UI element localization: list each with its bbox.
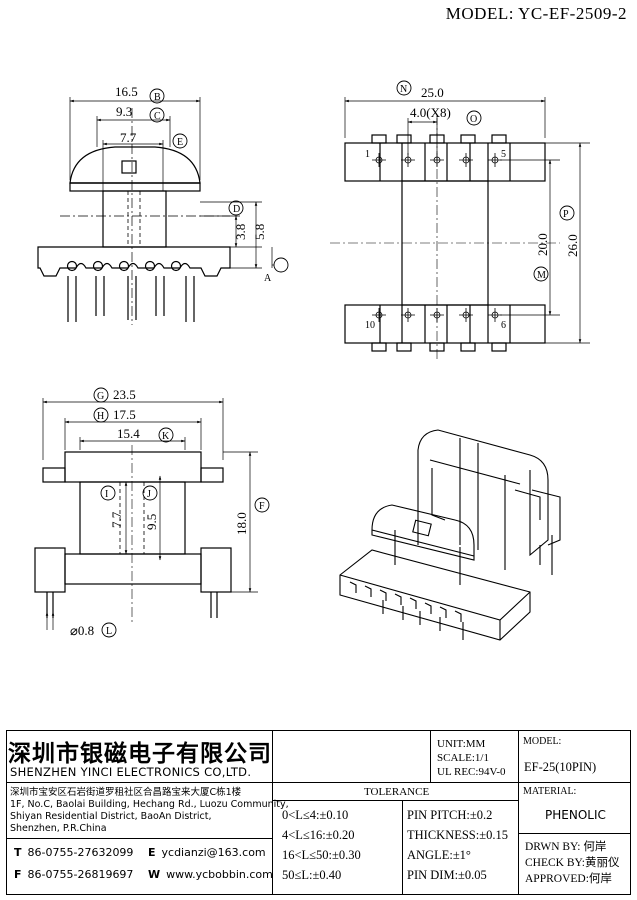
front-label-k: K bbox=[162, 431, 170, 442]
side-label-b: B bbox=[154, 92, 161, 103]
tolerance-row: ANGLE:±1° bbox=[407, 848, 471, 862]
side-dim-b: 16.5 bbox=[115, 84, 138, 99]
divider bbox=[6, 838, 272, 839]
side-view bbox=[37, 88, 289, 325]
web-value[interactable]: www.ycbobbin.com bbox=[166, 868, 273, 881]
divider bbox=[6, 782, 272, 783]
divider bbox=[272, 782, 518, 783]
title-block bbox=[6, 730, 631, 895]
address-line: Shiyan Residential District, BaoAn Distr… bbox=[10, 811, 212, 822]
drawn-by: DRWN BY: 何岸 bbox=[525, 841, 607, 853]
divider bbox=[402, 800, 403, 895]
divider bbox=[430, 730, 431, 782]
front-label-i: I bbox=[105, 489, 108, 500]
company-name-en: SHENZHEN YINCI ELECTRONICS CO,LTD. bbox=[10, 765, 252, 779]
front-label-g: G bbox=[97, 391, 104, 402]
front-dim-f: 18.0 bbox=[234, 512, 249, 535]
tolerance-row: THICKNESS:±0.15 bbox=[407, 828, 508, 842]
pin-5: 5 bbox=[501, 149, 506, 160]
side-dim-a2: 5.8 bbox=[252, 224, 267, 240]
front-view bbox=[34, 387, 270, 638]
top-dim-o: 4.0(X8) bbox=[410, 105, 451, 120]
phone: T 86-0755-27632099 bbox=[14, 846, 133, 859]
web-label: W bbox=[148, 868, 161, 881]
top-dim-m: 20.0 bbox=[535, 233, 550, 256]
material-label: MATERIAL: bbox=[523, 786, 577, 797]
divider bbox=[272, 800, 518, 801]
email-value[interactable]: ycdianzi@163.com bbox=[161, 846, 266, 859]
top-label-p: P bbox=[563, 209, 569, 220]
side-dim-e: 7.7 bbox=[120, 130, 137, 145]
side-label-e: E bbox=[177, 137, 183, 148]
email-label: E bbox=[148, 846, 156, 859]
check-by: CHECK BY:黄丽仪 bbox=[525, 857, 620, 869]
pin-10: 10 bbox=[365, 320, 375, 331]
side-dim-c: 9.3 bbox=[116, 104, 132, 119]
top-label-m: M bbox=[537, 270, 546, 281]
address-line: Shenzhen, P.R.China bbox=[10, 823, 107, 834]
scale: SCALE:1/1 bbox=[437, 752, 489, 764]
front-label-f: F bbox=[259, 501, 265, 512]
isometric-view bbox=[339, 429, 561, 641]
front-dim-i: 7.7 bbox=[109, 511, 124, 528]
side-dim-d: 3.8 bbox=[233, 224, 248, 240]
top-dim-p: 26.0 bbox=[565, 234, 580, 257]
top-dim-n: 25.0 bbox=[421, 85, 444, 100]
model-title: MODEL: YC-EF-2509-2 bbox=[445, 4, 627, 23]
approved-by: APPROVED:何岸 bbox=[525, 873, 612, 885]
front-label-h: H bbox=[97, 411, 104, 422]
divider bbox=[518, 782, 631, 783]
fax-label: F bbox=[14, 868, 22, 881]
model-value: EF-25(10PIN) bbox=[524, 760, 597, 774]
pin-1: 1 bbox=[365, 149, 370, 160]
top-label-o: O bbox=[470, 114, 477, 125]
material-value: PHENOLIC bbox=[545, 808, 606, 822]
fax: F 86-0755-26819697 bbox=[14, 868, 133, 881]
tolerance-row: PIN DIM:±0.05 bbox=[407, 868, 487, 882]
divider bbox=[518, 730, 519, 895]
front-dim-l: ⌀0.8 bbox=[70, 623, 94, 638]
tolerance-title: TOLERANCE bbox=[364, 786, 430, 798]
top-label-n: N bbox=[400, 84, 407, 95]
ul-rec: UL REC:94V-0 bbox=[437, 766, 506, 778]
address-line: 深圳市宝安区石岩街道罗租社区合昌路宝来大厦C栋1楼 bbox=[10, 787, 242, 798]
front-dim-g: 23.5 bbox=[113, 387, 136, 402]
address-line: 1F, No.C, Baolai Building, Hechang Rd., … bbox=[10, 799, 289, 810]
fax-value: 86-0755-26819697 bbox=[27, 868, 134, 881]
side-label-c: C bbox=[154, 111, 161, 122]
front-dim-h: 17.5 bbox=[113, 407, 136, 422]
divider bbox=[272, 730, 273, 895]
technical-drawing: 16.5 B 9.3 C 7.7 E D A 3.8 5.8 25.0 N 4.… bbox=[34, 80, 590, 641]
front-label-l: L bbox=[106, 626, 112, 637]
tolerance-row: 50≤L:±0.40 bbox=[282, 868, 342, 882]
side-label-a: A bbox=[264, 273, 272, 284]
unit: UNIT:MM bbox=[437, 738, 486, 750]
side-label-d: D bbox=[233, 204, 240, 215]
phone-value: 86-0755-27632099 bbox=[27, 846, 134, 859]
top-view bbox=[330, 80, 590, 360]
front-label-j: J bbox=[147, 489, 151, 500]
front-dim-j: 9.5 bbox=[144, 514, 159, 530]
pin-6: 6 bbox=[501, 320, 506, 331]
tolerance-row: 16<L≤50:±0.30 bbox=[282, 848, 361, 862]
divider bbox=[518, 833, 631, 834]
tolerance-row: PIN PITCH:±0.2 bbox=[407, 808, 493, 822]
tolerance-row: 0<L≤4:±0.10 bbox=[282, 808, 349, 822]
company-name-cn: 深圳市银磁电子有限公司 bbox=[8, 741, 272, 767]
phone-label: T bbox=[14, 846, 22, 859]
model-label: MODEL: bbox=[523, 736, 562, 747]
front-dim-k: 15.4 bbox=[117, 426, 140, 441]
tolerance-row: 4<L≤16:±0.20 bbox=[282, 828, 355, 842]
